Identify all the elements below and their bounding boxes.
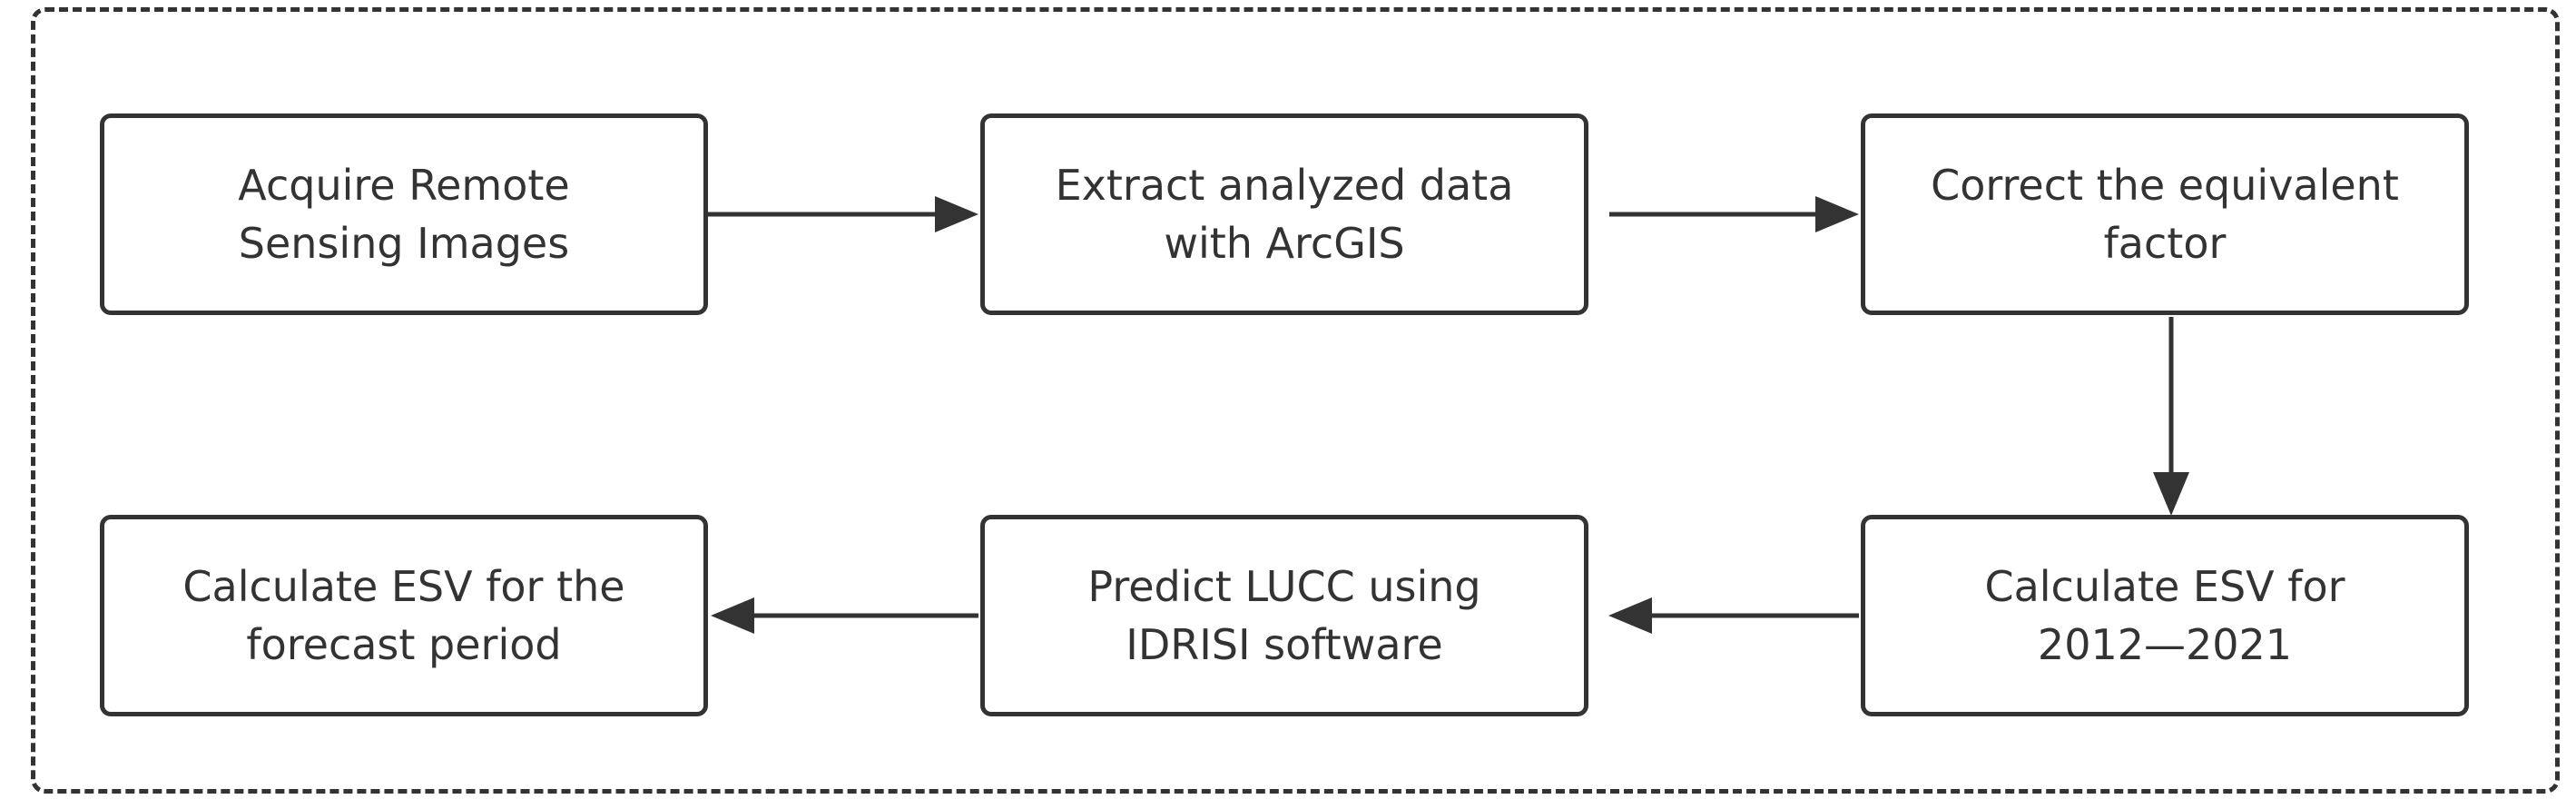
step-extract-line-2: with ArcGIS (1164, 219, 1405, 268)
step-predict-line-2: IDRISI software (1126, 620, 1443, 669)
step-predict-box: Predict LUCC using IDRISI software (980, 515, 1588, 716)
arrowhead-acquire-to-extract (935, 196, 978, 232)
step-extract-box: Extract analyzed data with ArcGIS (980, 113, 1588, 315)
step-calc-forecast-line-2: forecast period (246, 620, 562, 669)
arrowhead-correct-to-calc (2153, 472, 2189, 516)
step-correct-line-2: factor (2103, 219, 2227, 268)
step-calc-2012-2021-line-2: 2012—2021 (2037, 620, 2293, 669)
arrowhead-calc-to-predict (1608, 597, 1652, 634)
step-calc-2012-2021-line-1: Calculate ESV for (1984, 562, 2345, 611)
step-correct-label: Correct the equivalent factor (1931, 156, 2399, 272)
step-calc-2012-2021-box: Calculate ESV for 2012—2021 (1861, 515, 2469, 716)
step-correct-box: Correct the equivalent factor (1861, 113, 2469, 315)
step-predict-line-1: Predict LUCC using (1087, 562, 1481, 611)
step-acquire-line-1: Acquire Remote (238, 161, 570, 210)
dashed-outer-frame (31, 7, 2560, 794)
arrowhead-predict-to-forecast (711, 597, 754, 634)
step-acquire-label: Acquire Remote Sensing Images (238, 156, 569, 272)
step-extract-label: Extract analyzed data with ArcGIS (1056, 156, 1514, 272)
step-acquire-line-2: Sensing Images (238, 219, 570, 268)
step-calc-forecast-box: Calculate ESV for the forecast period (100, 515, 708, 716)
step-extract-line-1: Extract analyzed data (1055, 161, 1514, 210)
step-predict-label: Predict LUCC using IDRISI software (1087, 557, 1480, 674)
step-calc-forecast-label: Calculate ESV for the forecast period (182, 557, 624, 674)
step-calc-forecast-line-1: Calculate ESV for the (182, 562, 625, 611)
step-calc-2012-2021-label: Calculate ESV for 2012—2021 (1984, 557, 2345, 674)
arrowhead-extract-to-correct (1815, 196, 1859, 232)
step-acquire-box: Acquire Remote Sensing Images (100, 113, 708, 315)
step-correct-line-1: Correct the equivalent (1931, 161, 2399, 210)
